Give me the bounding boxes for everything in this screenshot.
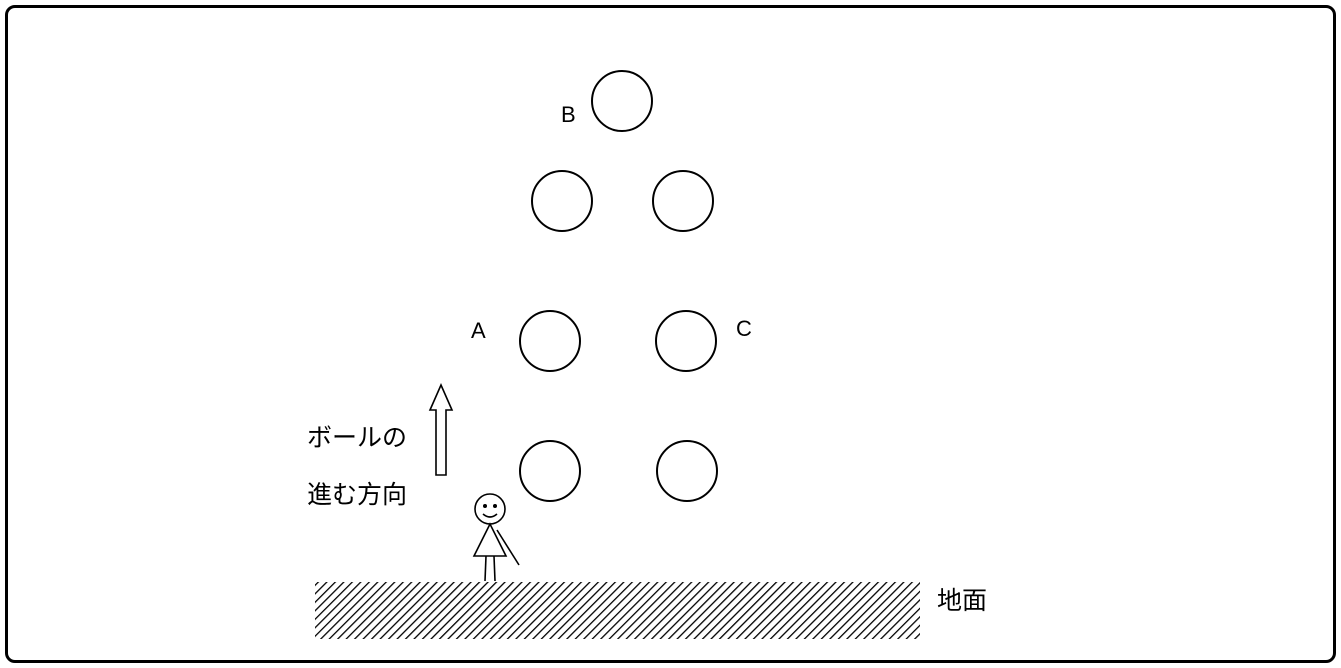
stick-figure-icon (472, 493, 520, 582)
circle-row2-left (531, 170, 593, 232)
label-b: B (561, 102, 576, 127)
direction-label-line1: ボールの (307, 423, 408, 452)
circle-row4-left (519, 440, 581, 502)
label-c: C (736, 316, 752, 341)
ground-label: 地面 (937, 586, 988, 615)
label-a: A (471, 318, 486, 343)
circle-a (519, 310, 581, 372)
direction-label-line2: 進む方向 (307, 480, 408, 509)
circle-row2-right (652, 170, 714, 232)
up-arrow-icon (428, 383, 454, 476)
circle-b (591, 70, 653, 132)
circle-row4-right (656, 440, 718, 502)
diagram-frame (5, 5, 1336, 663)
circle-c (655, 310, 717, 372)
ground-hatch (315, 582, 920, 639)
